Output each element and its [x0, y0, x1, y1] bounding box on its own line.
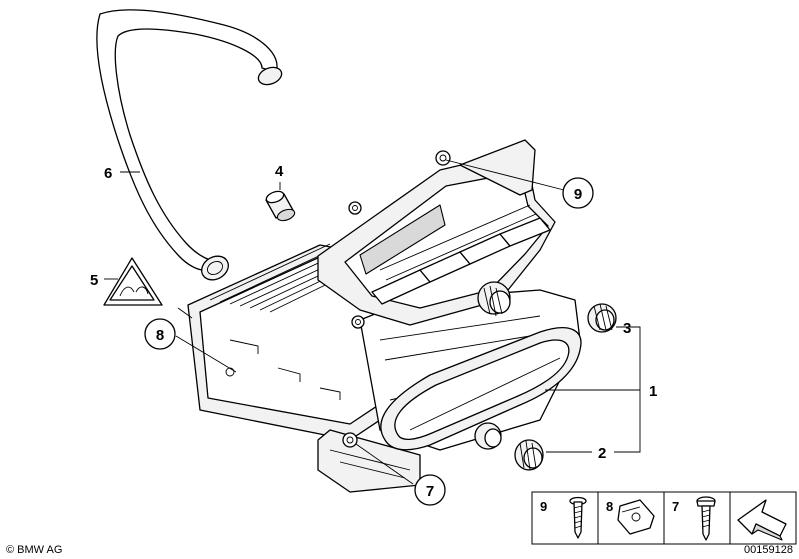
callout-4: 4: [275, 163, 284, 180]
legend-box-9: 9: [531, 491, 599, 545]
clip-nut-icon: [617, 499, 655, 535]
callout-2: 2: [598, 445, 606, 462]
control-panel-part: [317, 139, 556, 329]
callout-6-label: 6: [104, 165, 112, 182]
hose-part: [96, 9, 283, 281]
legend-box-arrow: [729, 491, 797, 545]
callout-3: 3: [623, 320, 631, 337]
callout-5: 5: [90, 272, 98, 289]
callout-3-label: 3: [623, 320, 631, 337]
legend-box-7: 7: [663, 491, 731, 545]
callout-1: 1: [649, 383, 657, 400]
knob-upper-right: [587, 303, 617, 333]
callout-9-label: 9: [574, 186, 582, 203]
callout-6: 6: [104, 165, 112, 182]
leader-lines: [104, 159, 641, 485]
legend-9-label: 9: [540, 499, 547, 514]
screw-icon: [569, 496, 587, 539]
legend-box-8: 8: [597, 491, 665, 545]
callout-7-label: 7: [426, 483, 434, 500]
knob-center: [477, 281, 511, 317]
callout-4-label: 4: [275, 163, 284, 180]
drawing-number: 00159128: [744, 544, 793, 556]
knob-lower: [474, 422, 502, 450]
copyright-text: © BMW AG: [6, 544, 62, 556]
callout-9: 9: [562, 177, 594, 209]
callout-8: 8: [144, 318, 176, 350]
callout-8-label: 8: [156, 327, 164, 344]
warning-label-part: [103, 257, 163, 306]
callout-1-label: 1: [649, 383, 657, 400]
callout-2-label: 2: [598, 445, 606, 462]
direction-arrow-icon: [737, 499, 787, 541]
bolt-icon: [696, 496, 716, 541]
callout-5-label: 5: [90, 272, 98, 289]
sensor-part: [265, 190, 296, 222]
legend-7-label: 7: [672, 499, 679, 514]
callout-7: 7: [414, 474, 446, 506]
legend-8-label: 8: [606, 499, 613, 514]
knob-bottom-right: [514, 439, 544, 471]
lower-panel-part: [380, 327, 582, 451]
